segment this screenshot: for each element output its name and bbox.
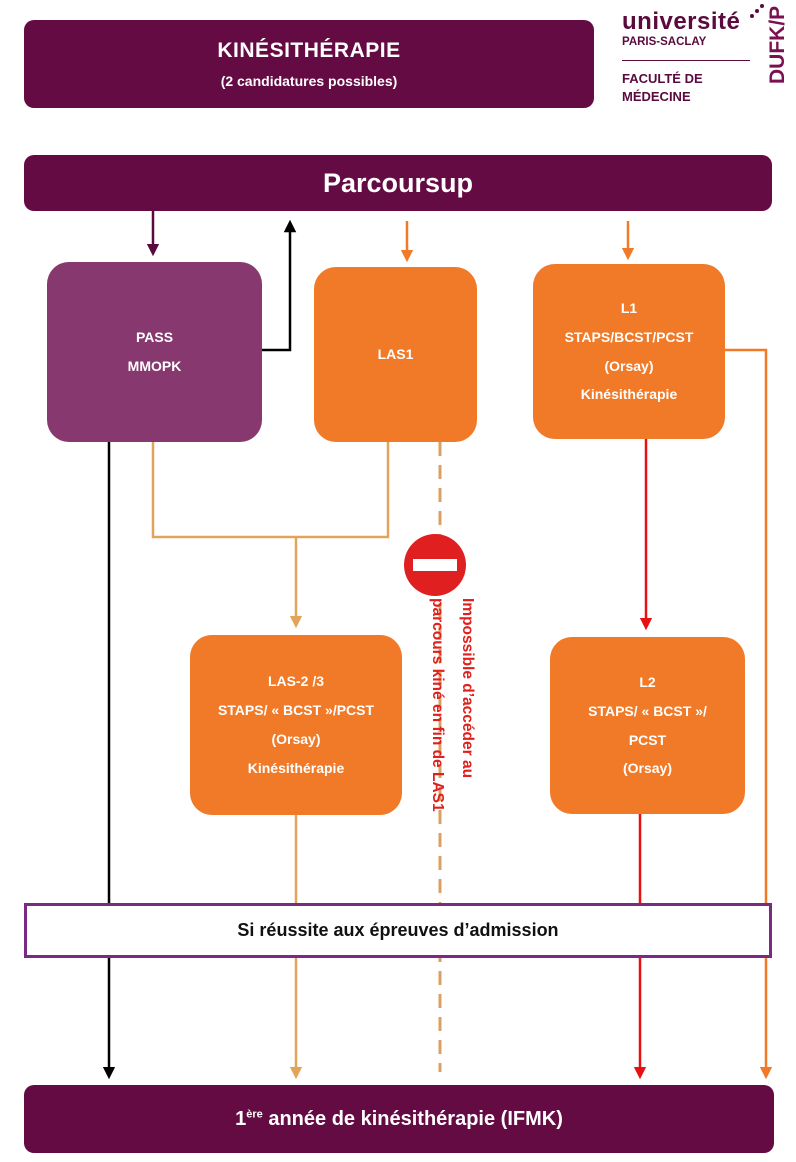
warning-text: Impossible d’accéder au parcours kiné en… — [414, 598, 482, 893]
ifmk-sup: ère — [246, 1107, 263, 1120]
box-l1: L1 STAPS/BCST/PCST (Orsay) Kinésithérapi… — [533, 264, 725, 439]
ifmk-rest: année de kinésithérapie (IFMK) — [262, 1107, 563, 1130]
header-title: KINÉSITHÉRAPIE — [217, 39, 401, 62]
ifmk-label: 1ère année de kinésithérapie (IFMK) — [235, 1108, 563, 1131]
admission-label: Si réussite aux épreuves d’admission — [237, 920, 559, 940]
l1-line4: Kinésithérapie — [580, 386, 678, 403]
logo-campus-text: PARIS-SACLAY — [622, 36, 707, 48]
las23-line2: STAPS/ « BCST »/PCST — [217, 702, 375, 719]
pass-line2: MMOPK — [127, 358, 182, 374]
las1-line1: LAS1 — [377, 346, 414, 363]
no-entry-icon — [404, 534, 466, 596]
pass-line1: PASS — [135, 329, 174, 346]
box-l2: L2 STAPS/ « BCST »/ PCST (Orsay) — [550, 637, 745, 814]
l1-line2: STAPS/BCST/PCST — [564, 328, 694, 345]
logo-dots-icon — [750, 4, 764, 18]
box-las23: LAS-2 /3 STAPS/ « BCST »/PCST (Orsay) Ki… — [190, 635, 402, 815]
logo-separator — [622, 60, 750, 61]
l1-line3: (Orsay) — [604, 357, 654, 374]
admission-condition-box: Si réussite aux épreuves d’admission — [24, 903, 772, 958]
las23-line1: LAS-2 /3 — [267, 673, 324, 690]
las23-line3: (Orsay) — [271, 731, 321, 747]
ifmk-bar: 1ère année de kinésithérapie (IFMK) — [24, 1085, 774, 1153]
logo-university-text: université — [622, 8, 741, 35]
parcoursup-label: Parcoursup — [322, 167, 474, 198]
l2-line1: L2 — [639, 673, 656, 690]
warning-line2: parcours kiné en fin de LAS1 — [429, 598, 446, 812]
l1-line1: L1 — [620, 299, 638, 316]
logo-faculty-line2: MÉDECINE — [622, 89, 691, 104]
parcoursup-bar: Parcoursup — [24, 155, 772, 211]
las23-line4: Kinésithérapie — [247, 759, 345, 776]
l2-line4: (Orsay) — [622, 760, 673, 777]
header-subtitle: (2 candidatures possibles) — [220, 73, 398, 89]
line-pass-to-las23 — [151, 442, 390, 539]
box-pass: PASS MMOPK — [47, 262, 262, 442]
ifmk-prefix: 1 — [235, 1107, 247, 1130]
logo-dufk-text: DUFK/P — [766, 6, 789, 85]
header-bar: KINÉSITHÉRAPIE (2 candidatures possibles… — [24, 20, 594, 108]
l2-line3: PCST — [628, 731, 667, 748]
university-logo: université PARIS-SACLAY FACULTÉ DE MÉDEC… — [622, 2, 794, 114]
l2-line2: STAPS/ « BCST »/ — [588, 702, 707, 719]
arrow-pass-to-parcoursup — [262, 219, 297, 352]
box-las1: LAS1 — [314, 267, 477, 442]
arrow-l1-to-ifmk — [725, 348, 773, 1080]
logo-faculty-line1: FACULTÉ DE — [622, 71, 703, 86]
warning-line1: Impossible d’accéder au — [459, 598, 476, 779]
